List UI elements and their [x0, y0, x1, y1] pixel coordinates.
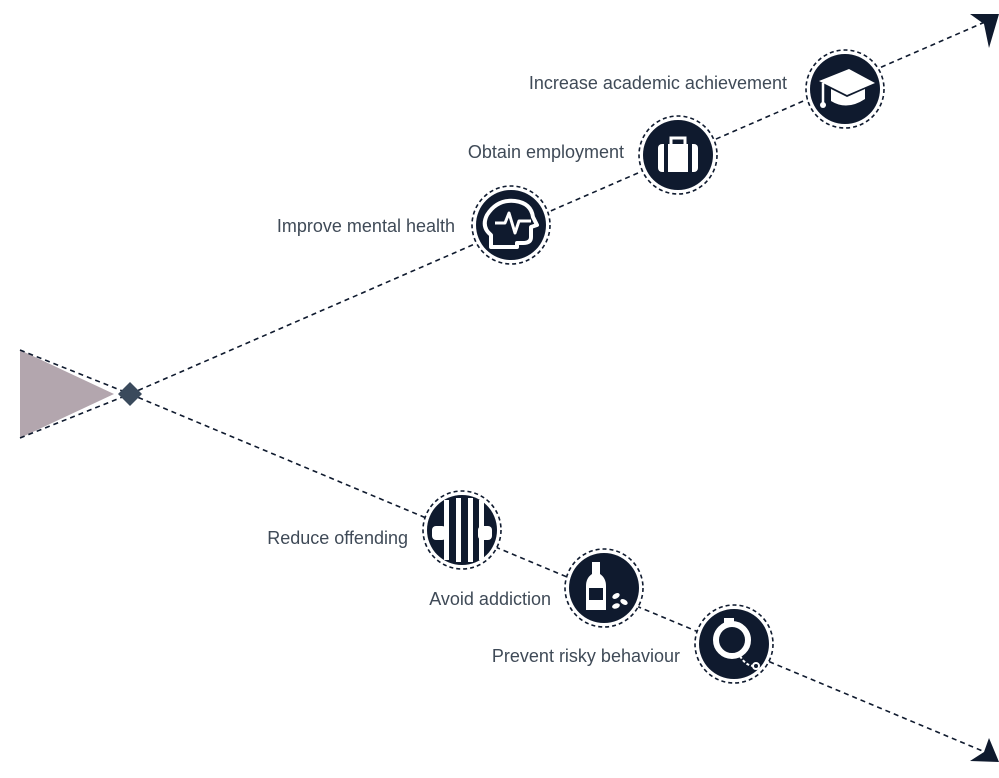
- lower-pathway-line: [129, 393, 986, 753]
- handcuffs-icon: [694, 604, 774, 684]
- label-obtain-employment: Obtain employment: [467, 142, 624, 162]
- junction-diamond: [118, 382, 142, 406]
- label-avoid-addiction: Avoid addiction: [429, 589, 551, 609]
- head-pulse-icon: [471, 185, 551, 265]
- lower-arrowhead: [970, 738, 999, 762]
- label-prevent-risky-behaviour: Prevent risky behaviour: [491, 646, 680, 666]
- briefcase-icon: [638, 115, 718, 195]
- upper-arrowhead: [970, 14, 999, 48]
- origin-triangle: [20, 350, 114, 438]
- label-improve-mental-health: Improve mental health: [276, 216, 455, 236]
- prison-bars-icon: [422, 490, 502, 570]
- origin-top-edge: [19, 349, 131, 395]
- label-increase-academic-achievement: Increase academic achievement: [528, 73, 787, 93]
- label-reduce-offending: Reduce offending: [267, 528, 408, 548]
- graduation-cap-icon: [805, 49, 885, 129]
- origin-bottom-edge: [19, 393, 131, 439]
- bottle-pills-icon: [564, 548, 644, 628]
